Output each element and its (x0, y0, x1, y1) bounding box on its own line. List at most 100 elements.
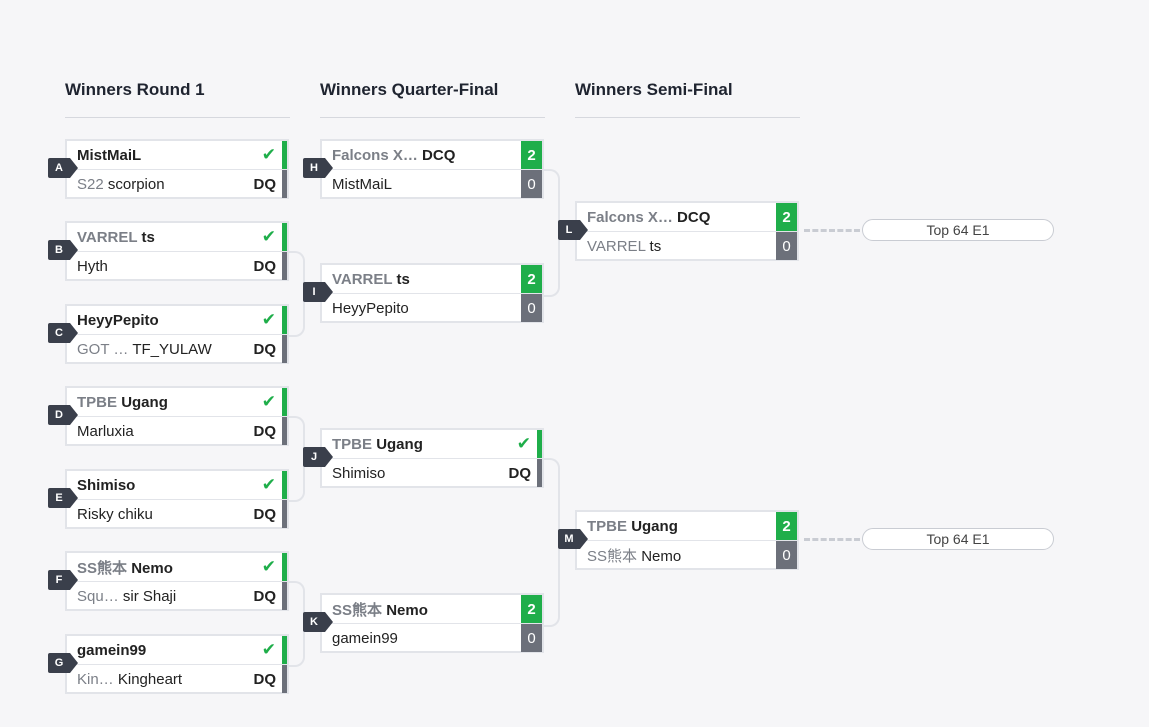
match-row-top: Falcons X… DCQ 2 (577, 203, 797, 232)
dq-label: DQ (253, 422, 277, 440)
player-name: VARREL ts (77, 228, 155, 246)
match-l[interactable]: Falcons X… DCQ 2 VARREL ts 0 (575, 201, 799, 261)
match-row-top: VARREL ts 2 (322, 265, 542, 294)
match-row-bottom: Risky chiku DQ (67, 500, 287, 528)
check-icon: ✔ (261, 392, 276, 411)
round-title-winners-round-1: Winners Round 1 (65, 80, 205, 99)
player-name: VARREL ts (587, 237, 662, 255)
dq-label: DQ (253, 505, 277, 523)
match-row-top: TPBE Ugang ✔ (67, 388, 287, 417)
match-i[interactable]: VARREL ts 2 HeyyPepito 0 (320, 263, 544, 323)
match-tag: D (48, 405, 78, 425)
match-tag: B (48, 240, 78, 260)
player-name: Squ… sir Shaji (77, 587, 177, 605)
match-g[interactable]: gamein99 ✔ Kin… Kingheart DQ (65, 634, 289, 694)
advance-pill-top-64[interactable]: Top 64 E1 (862, 528, 1054, 550)
round-divider (65, 117, 290, 118)
player-name: S22 scorpion (77, 175, 165, 193)
score-loser: 0 (521, 624, 542, 652)
loss-bar (282, 170, 287, 198)
check-icon: ✔ (261, 310, 276, 329)
match-k[interactable]: SS熊本 Nemo 2 gamein99 0 (320, 593, 544, 653)
match-b[interactable]: VARREL ts ✔ Hyth DQ (65, 221, 289, 281)
win-bar (282, 636, 287, 664)
match-m[interactable]: TPBE Ugang 2 SS熊本 Nemo 0 (575, 510, 799, 570)
score-winner: 2 (521, 141, 542, 169)
advance-connector (804, 538, 860, 541)
match-row-bottom: HeyyPepito 0 (322, 294, 542, 322)
dq-label: DQ (253, 257, 277, 275)
dq-label: DQ (508, 464, 532, 482)
win-bar (282, 388, 287, 416)
match-tag: A (48, 158, 78, 178)
player-name: Marluxia (77, 422, 134, 440)
dq-label: DQ (253, 670, 277, 688)
match-f[interactable]: SS熊本 Nemo ✔ Squ… sir Shaji DQ (65, 551, 289, 611)
player-name: Falcons X… DCQ (332, 146, 456, 164)
match-row-bottom: VARREL ts 0 (577, 232, 797, 260)
match-row-bottom: gamein99 0 (322, 624, 542, 652)
win-bar (282, 553, 287, 581)
match-row-top: SS熊本 Nemo ✔ (67, 553, 287, 582)
match-e[interactable]: Shimiso ✔ Risky chiku DQ (65, 469, 289, 529)
round-title-winners-quarter-final: Winners Quarter-Final (320, 80, 499, 99)
win-bar (282, 141, 287, 169)
player-name: HeyyPepito (77, 311, 159, 329)
match-tag: E (48, 488, 78, 508)
player-name: Shimiso (332, 464, 386, 482)
match-c[interactable]: HeyyPepito ✔ GOT … TF_YULAW DQ (65, 304, 289, 364)
check-icon: ✔ (261, 145, 276, 164)
loss-bar (282, 335, 287, 363)
player-name: Kin… Kingheart (77, 670, 183, 688)
match-row-bottom: Shimiso DQ (322, 459, 542, 487)
match-d[interactable]: TPBE Ugang ✔ Marluxia DQ (65, 386, 289, 446)
score-loser: 0 (776, 541, 797, 569)
check-icon: ✔ (261, 227, 276, 246)
match-row-top: Shimiso ✔ (67, 471, 287, 500)
player-name: TPBE Ugang (587, 517, 678, 535)
loss-bar (537, 459, 542, 487)
loss-bar (282, 252, 287, 280)
match-h[interactable]: Falcons X… DCQ 2 MistMaiL 0 (320, 139, 544, 199)
advance-connector (804, 229, 860, 232)
loss-bar (282, 500, 287, 528)
match-row-top: TPBE Ugang 2 (577, 512, 797, 541)
win-bar (282, 306, 287, 334)
loss-bar (282, 417, 287, 445)
score-winner: 2 (776, 203, 797, 231)
match-tag: F (48, 570, 78, 590)
win-bar (282, 223, 287, 251)
match-row-top: MistMaiL ✔ (67, 141, 287, 170)
match-row-bottom: Marluxia DQ (67, 417, 287, 445)
player-name: MistMaiL (332, 175, 393, 193)
match-j[interactable]: TPBE Ugang ✔ Shimiso DQ (320, 428, 544, 488)
match-row-top: TPBE Ugang ✔ (322, 430, 542, 459)
loss-bar (282, 665, 287, 693)
match-tag: L (558, 220, 588, 240)
player-name: HeyyPepito (332, 299, 409, 317)
check-icon: ✔ (261, 640, 276, 659)
player-name: Risky chiku (77, 505, 153, 523)
round-divider (320, 117, 545, 118)
match-row-bottom: Hyth DQ (67, 252, 287, 280)
round-title-winners-semi-final: Winners Semi-Final (575, 80, 733, 99)
score-winner: 2 (521, 265, 542, 293)
player-name: VARREL ts (332, 270, 410, 288)
dq-label: DQ (253, 175, 277, 193)
player-name: TPBE Ugang (332, 435, 423, 453)
match-a[interactable]: MistMaiL ✔ S22 scorpion DQ (65, 139, 289, 199)
advance-pill-top-64[interactable]: Top 64 E1 (862, 219, 1054, 241)
match-tag: C (48, 323, 78, 343)
match-tag: K (303, 612, 333, 632)
match-row-bottom: GOT … TF_YULAW DQ (67, 335, 287, 363)
player-name: Hyth (77, 257, 108, 275)
match-tag: M (558, 529, 588, 549)
match-tag: I (303, 282, 333, 302)
score-winner: 2 (776, 512, 797, 540)
player-name: Shimiso (77, 476, 136, 494)
player-name: Falcons X… DCQ (587, 208, 711, 226)
match-tag: H (303, 158, 333, 178)
match-row-bottom: Squ… sir Shaji DQ (67, 582, 287, 610)
player-name: MistMaiL (77, 146, 142, 164)
dq-label: DQ (253, 587, 277, 605)
